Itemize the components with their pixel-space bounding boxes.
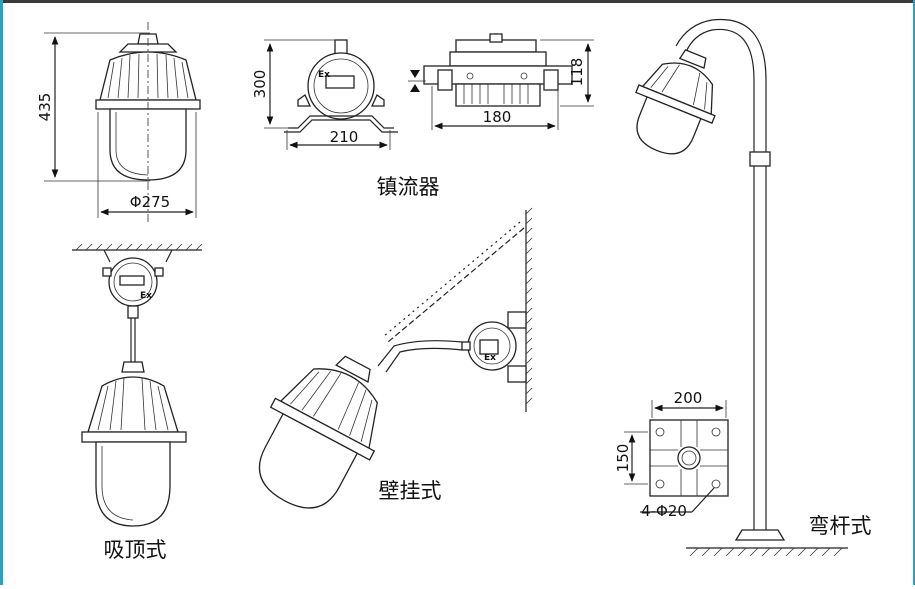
ballast-ex-mark: Ex: [318, 70, 330, 80]
luminaire-diameter-label: Φ275: [130, 193, 170, 211]
base-depth-label: 150: [614, 444, 632, 473]
ballast-side-view: [408, 33, 594, 130]
wall-mount-view: [258, 207, 533, 509]
ballast-width-label: 210: [330, 128, 359, 146]
base-holes-label: 4-Φ20: [641, 502, 687, 520]
frame-left-border: [0, 0, 3, 585]
base-plate-detail: [624, 400, 729, 513]
pole-mount-caption: 弯杆式: [809, 514, 872, 538]
ballast-length-label: 180: [483, 108, 512, 126]
ballast-depth-label: 118: [568, 58, 586, 87]
wall-ex-mark: Ex: [484, 353, 496, 363]
wall-mount-caption: 壁挂式: [379, 479, 442, 503]
ceiling-mount-caption: 吸顶式: [104, 538, 167, 562]
ballast-height-label: 300: [251, 70, 269, 99]
luminaire-front-view: [44, 22, 201, 225]
ballast-caption: 镇流器: [377, 175, 440, 199]
frame-right-border: [913, 0, 915, 585]
frame-top-border: [0, 0, 915, 3]
luminaire-height-label: 435: [36, 93, 54, 122]
pole-mount-view: [635, 18, 848, 557]
base-width-label: 200: [674, 389, 703, 407]
ceiling-mount-view: [72, 243, 203, 527]
ceiling-ex-mark: Ex: [140, 291, 152, 301]
ballast-front-view: [264, 39, 398, 150]
